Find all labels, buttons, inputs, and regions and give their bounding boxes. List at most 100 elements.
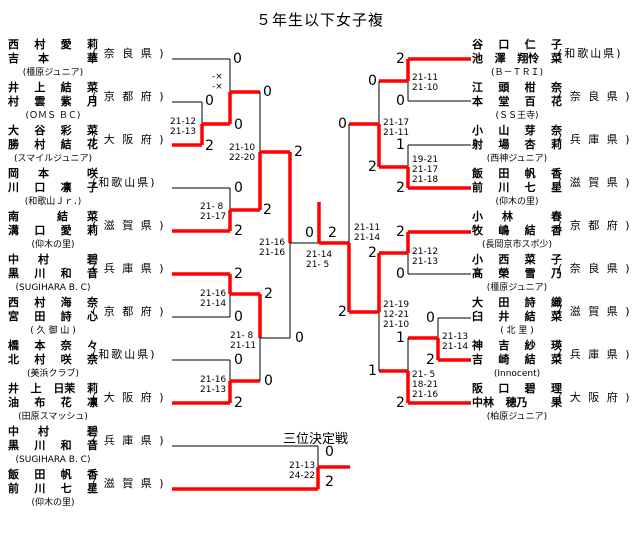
player-name: 小山芽奈 (472, 124, 562, 138)
player-name-part: 小 (472, 124, 483, 137)
player-name-part: 吉 (498, 339, 510, 352)
match-score: 0 (205, 93, 214, 109)
match-score: 2 (263, 202, 272, 218)
team-prefecture: ( 大 阪 府 ) (92, 133, 166, 146)
player-name-part: 榮 (498, 267, 510, 280)
team-club: (田原スマッシュ) (18, 412, 88, 422)
player-name-part: 紗 (524, 339, 536, 352)
team-entry: 小西菜子髙榮雪乃(橿原ジュニア) (472, 253, 562, 295)
player-name-part: 奈 (60, 339, 72, 352)
player-name-part: 碧 (87, 253, 98, 266)
player-name-part: 和 (60, 439, 72, 452)
team-club: (ＳＳ王寺) (495, 111, 539, 121)
player-name-part: 川 (34, 439, 46, 452)
player-name-part: 上 (34, 81, 46, 94)
team-club: (長岡京市スポ少) (481, 240, 553, 250)
match-score: 2 (234, 266, 243, 282)
player-name: 黒川和音 (8, 267, 98, 281)
player-name-part: 大 (8, 124, 19, 137)
team-club: (橿原ジュニア) (486, 283, 548, 293)
match-score: 0 (396, 93, 405, 109)
game-scores: -× -× (212, 72, 223, 92)
match-score: 2 (205, 138, 214, 154)
game-scores: 21-11 21-10 (412, 73, 439, 93)
player-name: 飯田帆香 (472, 167, 562, 181)
player-name-part: 結 (524, 353, 536, 366)
team-prefecture: ( 京 都 府 ) (558, 219, 632, 232)
player-name-part: 芽 (524, 124, 536, 137)
player-name: 宮田詩心 (8, 310, 98, 324)
player-name-part: 菜 (87, 210, 98, 223)
player-name-part: 神 (472, 339, 483, 352)
player-name-part: 紫 (60, 95, 72, 108)
player-name-part: 莉 (550, 138, 562, 151)
team-club: (Ｂ－ＴＲＩ) (490, 68, 544, 78)
player-name: 勝村結花 (8, 138, 98, 152)
player-name: 西村海奈 (8, 296, 98, 310)
player-name-part: 理 (550, 382, 562, 395)
game-scores: 21-17 21-11 (383, 118, 410, 138)
player-name-part: 香 (550, 167, 562, 180)
team-prefecture: ( 滋 賀 県 ) (558, 176, 632, 189)
player-name-part: 奈 (550, 124, 562, 137)
match-score: 1 (368, 363, 377, 379)
player-name: 南結菜 (8, 210, 98, 224)
player-name-part: 々 (86, 339, 98, 352)
player-name-part: 西 (498, 253, 510, 266)
team-club: (美浜クラブ) (26, 369, 80, 379)
team-entry: 大谷彩菜勝村結花(スマイルジュニア) (8, 124, 98, 166)
player-name-part: 口 (34, 181, 46, 194)
player-name-part: 詩 (60, 310, 72, 323)
player-name: 池澤翔怜菜 (472, 52, 562, 66)
game-scores: 21-11 21-14 (354, 223, 381, 243)
player-name-part: 小 (472, 210, 483, 223)
player-name-part: 本 (38, 52, 49, 65)
match-score: 2 (426, 352, 435, 368)
player-name-part: 江 (472, 81, 483, 94)
player-name-part: 村 (38, 253, 49, 266)
player-name-part: 結 (57, 210, 68, 223)
player-name-part: 七 (60, 482, 72, 495)
player-name-part: 子 (550, 38, 562, 51)
team-entry: 小山芽奈射場杏莉(西神ジュニア) (472, 124, 562, 166)
player-name-part: 結 (60, 81, 72, 94)
player-name-part: 井 (8, 81, 19, 94)
player-name-part: 和 (60, 267, 72, 280)
match-score: 2 (396, 224, 405, 240)
match-score: 0 (234, 117, 243, 133)
team-prefecture: ( 大 阪 府 ) (92, 391, 166, 404)
team-entry: 西村愛莉吉本華(橿原ジュニア) (8, 38, 98, 80)
team-club: (柏原ジュニア) (486, 412, 548, 422)
player-name: 井上結菜 (8, 81, 98, 95)
match-score: 2 (368, 245, 377, 261)
player-name-part: 結 (60, 138, 72, 151)
player-name-part: 川 (498, 181, 510, 194)
player-name: 中林穂乃果 (472, 396, 562, 410)
player-name-part: 飯 (8, 468, 19, 481)
player-name-part: 澤 (494, 52, 506, 65)
player-name-part: 柑 (524, 81, 536, 94)
team-entry: 南結菜溝口愛莉(仰木の里) (8, 210, 98, 252)
player-name-part: 華 (87, 52, 98, 65)
player-name-part: 林 (502, 210, 513, 223)
team-club: (橿原ジュニア) (22, 68, 84, 78)
team-entry: 中村碧黒川和音(SUGIHARA B. C) (8, 253, 98, 295)
team-entry: 井上結菜村雲紫月(ＯＭＳ ＢＣ) (8, 81, 98, 123)
player-name-part: 月 (86, 95, 98, 108)
game-scores: 21-19 12-21 21-10 (383, 300, 410, 330)
match-score: 0 (263, 84, 272, 100)
team-prefecture: ( 兵 庫 県 ) (558, 133, 632, 146)
player-name-part: 吉 (472, 353, 483, 366)
player-name-part: 前 (472, 181, 483, 194)
team-prefecture: ( 滋 賀 県 ) (92, 219, 166, 232)
player-name: 井上日茉莉 (8, 382, 98, 396)
player-name-part: 子 (550, 253, 562, 266)
player-name-part: 咲 (60, 353, 72, 366)
team-club: (和歌山Ｊｒ．) (24, 197, 82, 207)
player-name-part: 莉 (86, 224, 98, 237)
player-name-part: 上 (30, 382, 42, 395)
player-name-part: 谷 (34, 124, 46, 137)
team-entry: 谷口仁子池澤翔怜菜(Ｂ－ＴＲＩ) (472, 38, 562, 80)
player-name: 小林春 (472, 210, 562, 224)
player-name-part: 結 (524, 310, 536, 323)
